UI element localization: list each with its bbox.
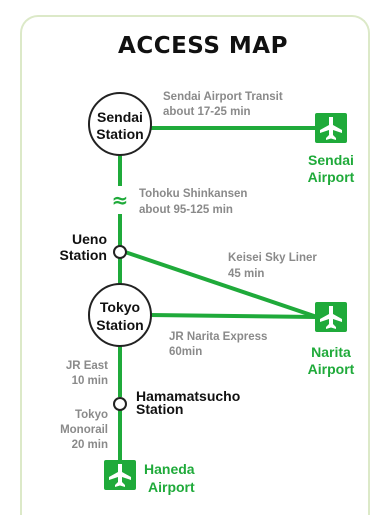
route-sendai-transit-time: about 17-25 min xyxy=(163,106,251,118)
line-skyliner xyxy=(124,250,318,319)
station-sendai[interactable]: Sendai Station xyxy=(88,92,152,156)
airplane-icon xyxy=(109,464,131,487)
access-map-card xyxy=(20,15,370,515)
station-sendai-name: Sendai xyxy=(97,109,143,125)
station-ueno-node xyxy=(113,245,127,259)
station-tokyo[interactable]: Tokyo Station xyxy=(88,283,152,347)
route-jr-east-name: JR East xyxy=(66,360,108,372)
route-monorail-time: 20 min xyxy=(72,439,108,451)
station-hamamatsucho-label: Station xyxy=(136,401,183,417)
airport-narita-name: Narita xyxy=(311,344,351,360)
station-hamamatsucho[interactable]: Hamamatsucho Station xyxy=(113,388,240,417)
station-hamamatsucho-node xyxy=(113,397,127,411)
airport-haneda[interactable]: Haneda Airport xyxy=(104,460,195,495)
airport-sendai-label: Airport xyxy=(308,169,355,185)
station-ueno-label: Station xyxy=(60,247,107,263)
station-hamamatsucho-name: Hamamatsucho xyxy=(136,388,240,404)
airport-narita-label: Airport xyxy=(308,361,355,377)
map-title: ACCESS MAP xyxy=(118,33,288,59)
station-ueno[interactable]: Ueno Station xyxy=(60,231,127,263)
route-skyliner-name: Keisei Sky Liner xyxy=(228,252,317,264)
route-monorail-name: Tokyo xyxy=(75,409,108,421)
airplane-icon xyxy=(320,306,342,329)
route-narita-express-name: JR Narita Express xyxy=(169,331,267,343)
airplane-icon xyxy=(320,117,342,140)
route-skyliner-time: 45 min xyxy=(228,268,264,280)
route-sendai-transit-name: Sendai Airport Transit xyxy=(163,91,283,103)
line-break-symbol: ≈ xyxy=(112,188,129,212)
route-shinkansen-name: Tohoku Shinkansen xyxy=(139,188,247,200)
route-narita-express-time: 60min xyxy=(169,346,202,358)
station-tokyo-label: Station xyxy=(96,317,143,333)
airport-sendai-name: Sendai xyxy=(308,152,354,168)
route-monorail-label: Monorail xyxy=(60,424,108,436)
line-narita-express xyxy=(149,313,317,319)
station-tokyo-name: Tokyo xyxy=(100,299,140,315)
station-tokyo-circle xyxy=(88,283,152,347)
airport-haneda-name: Haneda xyxy=(144,461,195,477)
airport-narita[interactable]: Narita Airport xyxy=(308,302,355,377)
route-jr-east-time: 10 min xyxy=(72,375,108,387)
airport-sendai[interactable]: Sendai Airport xyxy=(308,113,355,185)
station-ueno-name: Ueno xyxy=(72,231,107,247)
route-shinkansen-time: about 95-125 min xyxy=(139,204,233,216)
airport-haneda-label: Airport xyxy=(148,479,195,495)
station-sendai-circle xyxy=(88,92,152,156)
station-sendai-label: Station xyxy=(96,126,143,142)
